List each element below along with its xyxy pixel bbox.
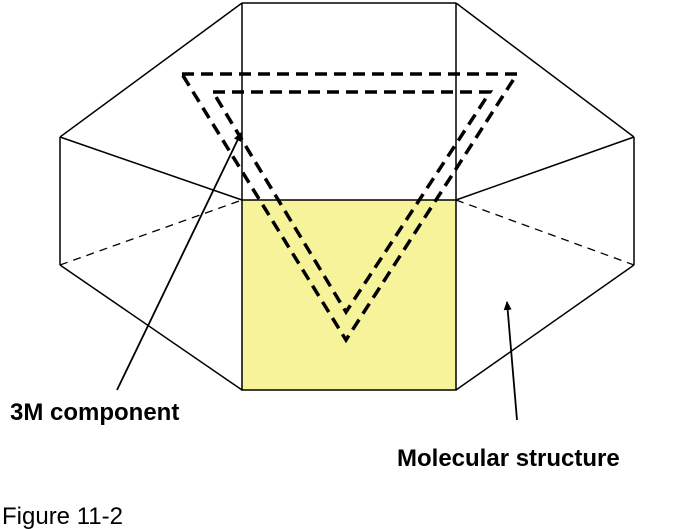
structure-label: Molecular structure [397,445,620,472]
left-hidden-edge [59,199,243,266]
component-outer-triangle [178,72,521,344]
back-face [241,2,457,200]
right-side-face [455,2,635,391]
component-label: 3M component [10,399,179,426]
left-side-face [59,2,243,391]
right-hidden-edge [455,199,635,266]
front-face [241,199,457,391]
component-pointer-arrow [116,132,242,391]
structure-pointer-arrow [503,301,518,421]
figure-caption: Figure 11-2 [2,503,123,529]
component-inner-triangle [209,90,494,316]
